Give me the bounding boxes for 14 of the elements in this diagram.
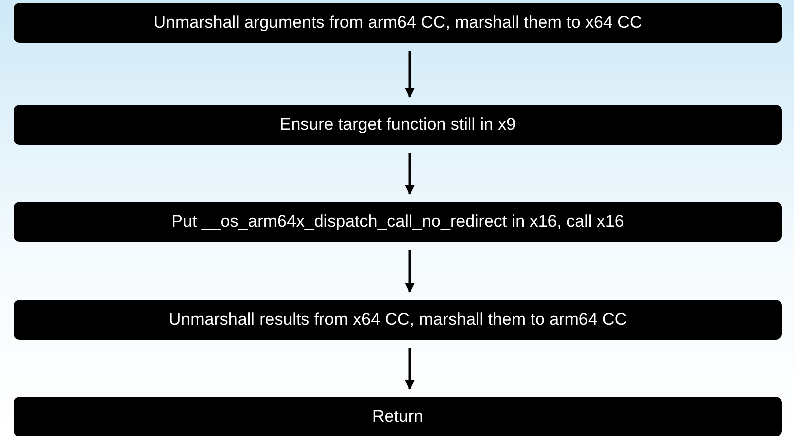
arrow — [405, 51, 415, 98]
step-text: Ensure target function still in x9 — [280, 115, 516, 135]
arrow — [405, 348, 415, 390]
arrow — [405, 250, 415, 293]
step-text: Return — [372, 407, 424, 427]
process-box — [14, 397, 782, 436]
arrow — [405, 153, 415, 195]
process-box — [14, 300, 782, 340]
process-box — [14, 105, 782, 145]
process-box — [14, 202, 782, 242]
step-text: Put __os_arm64x_dispatch_call_no_redirect in x16, call x16 — [172, 212, 624, 232]
process-box — [14, 3, 782, 43]
step-text: Unmarshall results from x64 CC, marshall them to arm64 CC — [168, 310, 628, 330]
step-text: Unmarshall arguments from arm64 CC, marshall them to x64 CC — [154, 13, 642, 33]
